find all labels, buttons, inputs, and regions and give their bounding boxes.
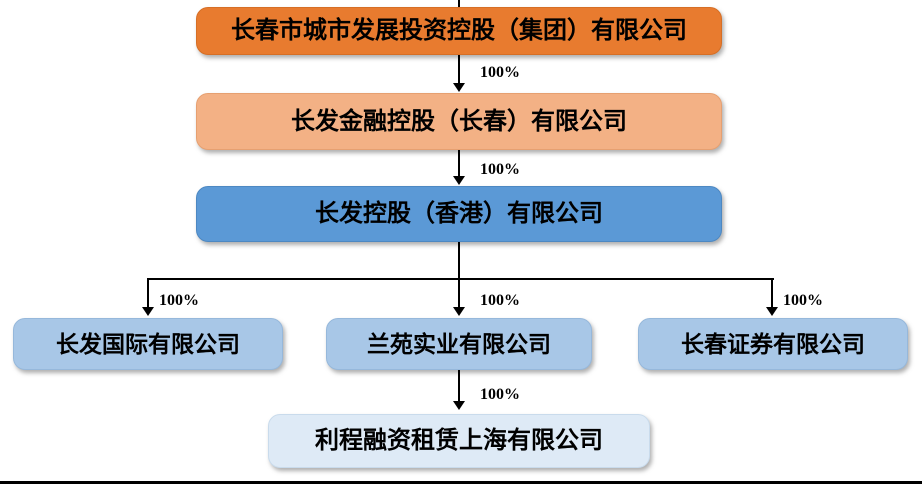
- node-label: 长发控股（香港）有限公司: [315, 200, 603, 228]
- connector-line: [458, 370, 460, 403]
- connector-line: [458, 150, 460, 177]
- node-label: 长发国际有限公司: [56, 330, 240, 357]
- arrowhead-down-icon: [453, 83, 465, 92]
- ownership-pct-label: 100%: [480, 292, 520, 309]
- node-lanyuan-industrial: 兰苑实业有限公司: [326, 318, 592, 370]
- node-label: 长春证券有限公司: [681, 330, 865, 357]
- node-label: 利程融资租赁上海有限公司: [315, 427, 603, 455]
- node-holdings-hongkong: 长发控股（香港）有限公司: [196, 186, 722, 242]
- node-parent-company: 长春市城市发展投资控股（集团）有限公司: [196, 7, 722, 55]
- ownership-pct-label: 100%: [783, 292, 823, 309]
- ownership-pct-label: 100%: [159, 292, 199, 309]
- arrowhead-down-icon: [766, 307, 778, 316]
- ownership-pct-label: 100%: [480, 386, 520, 403]
- arrowhead-down-icon: [453, 401, 465, 410]
- connector-line: [458, 55, 460, 84]
- connector-line: [458, 278, 460, 309]
- connector-line: [147, 278, 149, 309]
- node-financial-leasing: 利程融资租赁上海有限公司: [268, 414, 650, 468]
- bottom-divider-rule: [0, 481, 922, 484]
- top-connector-stub: [458, 0, 460, 7]
- connector-branch-line: [147, 278, 774, 280]
- connector-line: [771, 278, 773, 309]
- arrowhead-down-icon: [453, 307, 465, 316]
- ownership-pct-label: 100%: [480, 161, 520, 178]
- node-financial-holdings: 长发金融控股（长春）有限公司: [196, 93, 722, 150]
- arrowhead-down-icon: [453, 176, 465, 185]
- node-securities: 长春证券有限公司: [638, 318, 908, 370]
- node-label: 兰苑实业有限公司: [367, 330, 551, 357]
- node-label: 长春市城市发展投资控股（集团）有限公司: [231, 17, 687, 45]
- ownership-pct-label: 100%: [480, 64, 520, 81]
- node-label: 长发金融控股（长春）有限公司: [291, 107, 627, 135]
- arrowhead-down-icon: [142, 307, 154, 316]
- node-international: 长发国际有限公司: [13, 318, 283, 370]
- connector-line: [458, 242, 460, 280]
